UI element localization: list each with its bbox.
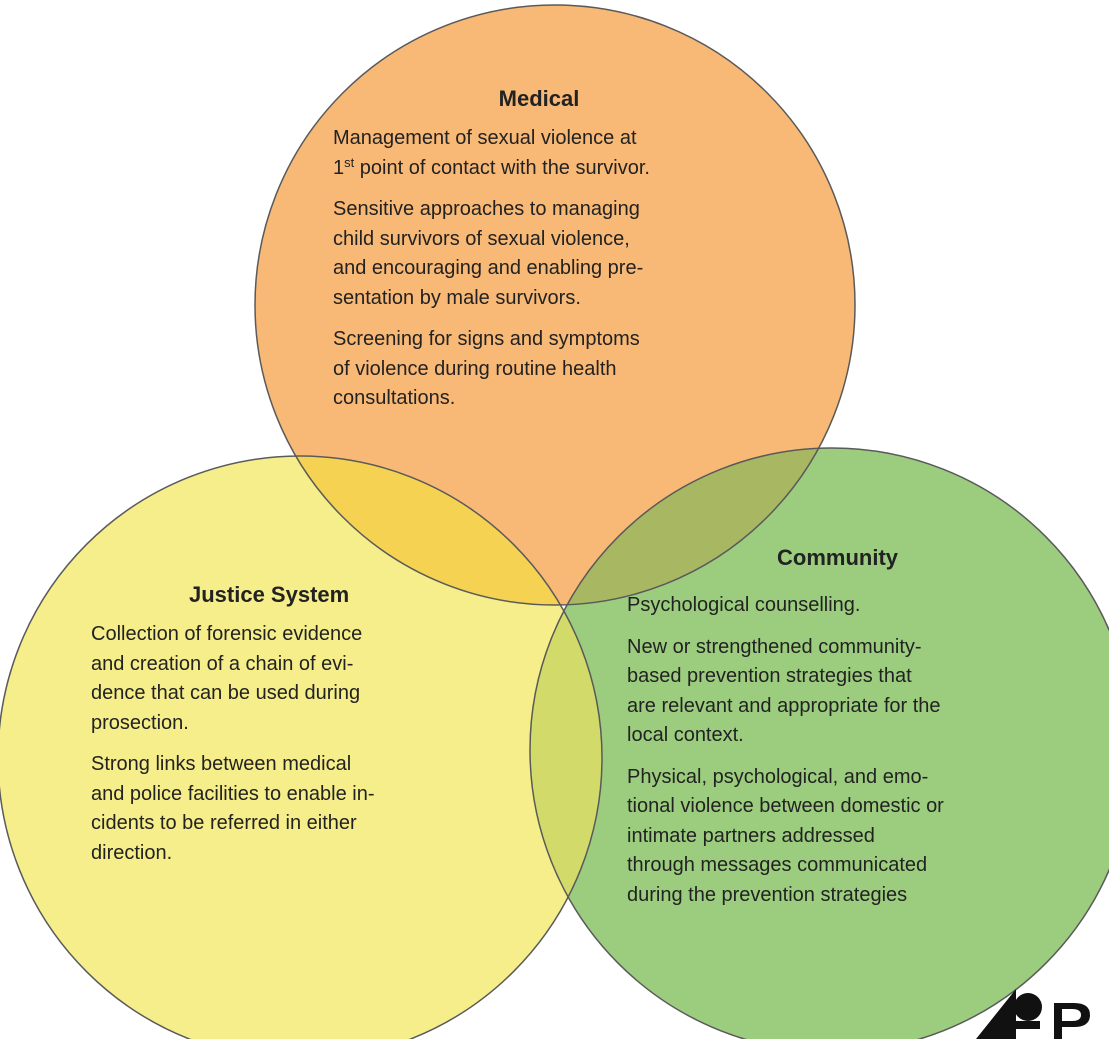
community-paragraph-2: New or strengthened community- based pre… [627,635,941,747]
community-text-block: Community Psychological counselling. New… [627,545,1097,922]
medical-p1-text-end: point of contact with the survivor. [354,156,650,179]
medical-p1-text: Management of sexual violence at 1 [333,127,637,179]
justice-paragraph-2: Strong links between medical and police … [91,753,375,864]
medical-outline [254,4,856,606]
ordinal-suffix: st [344,154,355,170]
publisher-logo-icon [976,989,1090,1039]
medical-circle [255,5,855,605]
justice-circle [0,456,602,1039]
medical-text-block: Medical Management of sexual violence at… [333,86,803,426]
justice-text-block: Justice System Collection of forensic ev… [91,582,511,880]
medical-paragraph-3: Screening for signs and symptoms of viol… [333,328,640,409]
medical-title: Medical [498,86,580,111]
justice-paragraph-1: Collection of forensic evidence and crea… [91,623,363,734]
justice-outline [0,455,603,1039]
justice-title: Justice System [189,582,350,607]
medical-paragraph-2: Sensitive approaches to managing child s… [333,198,644,309]
community-outline [529,447,1109,1039]
community-paragraph-3: Physical, psychological, and emo- tional… [627,765,944,906]
community-paragraph-1: Psychological counselling. [627,594,861,616]
medical-paragraph-1: Management of sexual violence at 1st poi… [333,124,803,183]
community-title: Community [777,545,898,570]
community-circle [530,448,1109,1039]
